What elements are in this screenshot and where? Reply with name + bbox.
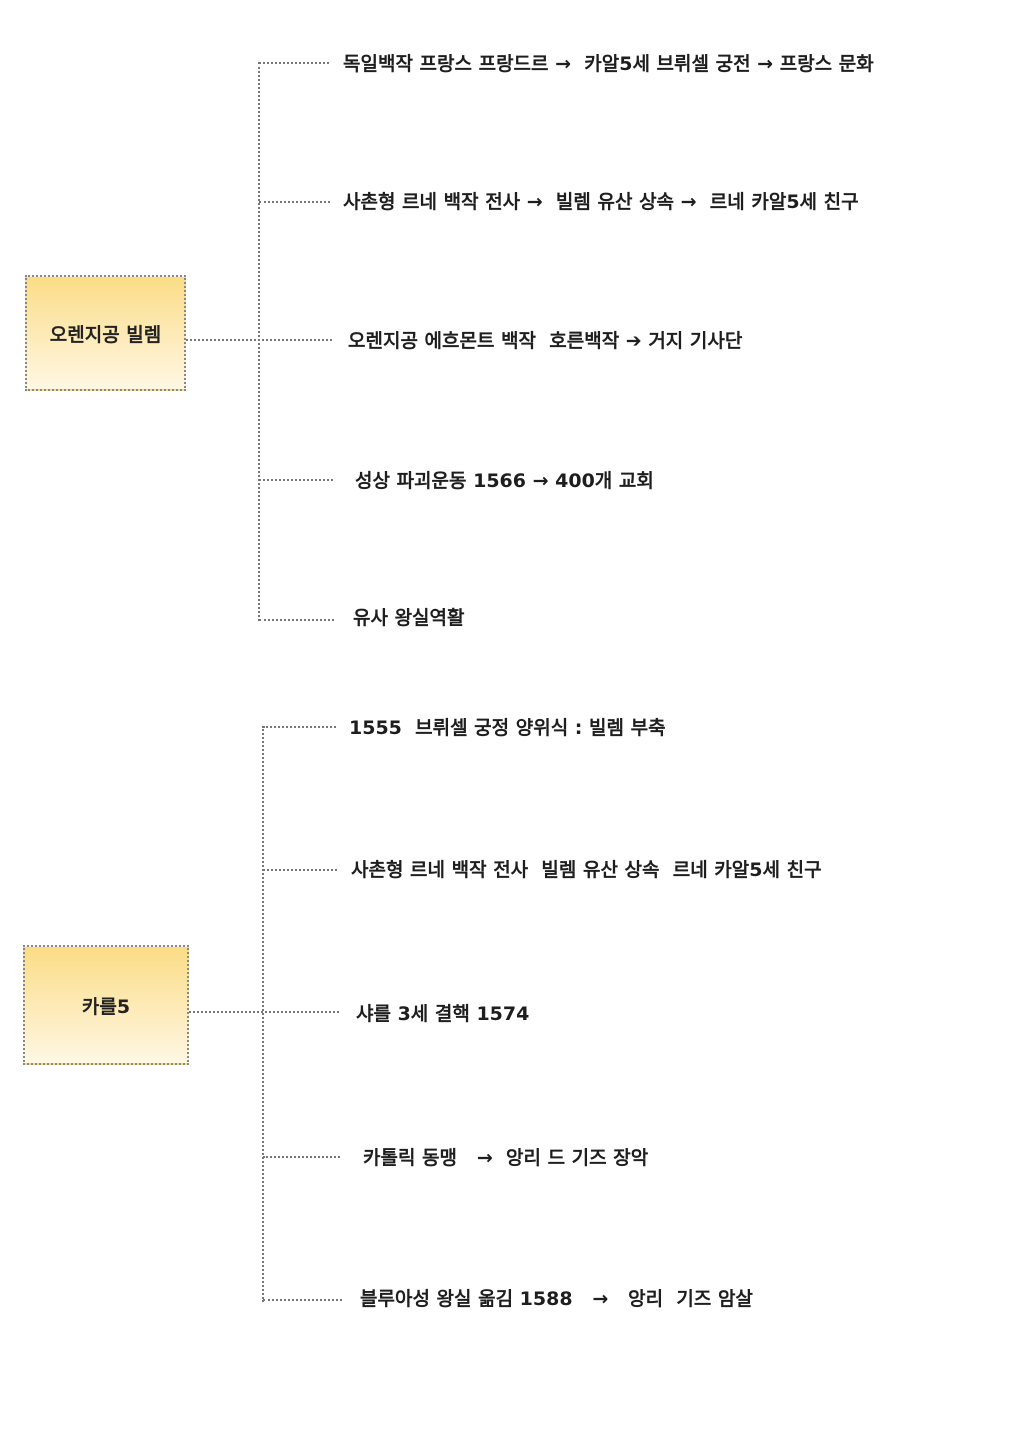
tree2-branch-connector <box>263 1156 340 1158</box>
tree1-root-connector <box>186 339 332 341</box>
tree1-branch-label: 성상 파괴운동 1566 → 400개 교회 <box>355 470 654 492</box>
tree2-branch-label: 사촌형 르네 백작 전사 빌렘 유산 상속 르네 카알5세 친구 <box>351 859 822 881</box>
tree2-trunk-line <box>262 726 264 1302</box>
tree2-branch-connector <box>263 869 337 871</box>
tree2-branch-label: 1555 브뤼셀 궁정 양위식 : 빌렘 부축 <box>349 717 666 739</box>
tree2-branch-label: 블루아성 왕실 옮김 1588 → 앙리 기즈 암살 <box>360 1288 753 1310</box>
tree2-branch-label: 샤를 3세 결핵 1574 <box>356 1003 530 1025</box>
tree1-branch-connector <box>259 479 333 481</box>
tree1-root-label: 오렌지공 빌렘 <box>49 323 162 346</box>
tree2-branch-label: 카톨릭 동맹 → 앙리 드 기즈 장악 <box>363 1147 649 1169</box>
tree2-root-label: 카를5 <box>81 995 131 1018</box>
tree1-branch-connector <box>259 619 334 621</box>
tree1-root-node: 오렌지공 빌렘 <box>25 275 186 391</box>
tree1-branch-label: 사촌형 르네 백작 전사 → 빌렘 유산 상속 → 르네 카알5세 친구 <box>343 191 859 213</box>
tree2-branch-connector <box>263 726 336 728</box>
tree1-branch-connector <box>259 62 329 64</box>
tree2-root-node: 카를5 <box>23 945 189 1065</box>
tree1-branch-label: 오렌지공 에흐몬트 백작 호른백작 ➔ 거지 기사단 <box>348 330 743 352</box>
tree1-branch-connector <box>259 201 330 203</box>
tree1-branch-label: 유사 왕실역활 <box>353 607 465 629</box>
tree2-branch-connector <box>263 1299 342 1301</box>
tree2-root-connector <box>189 1011 339 1013</box>
tree1-branch-label: 독일백작 프랑스 프랑드르 → 카알5세 브뤼셀 궁전 → 프랑스 문화 <box>343 53 874 75</box>
tree1-trunk-line <box>258 62 260 621</box>
